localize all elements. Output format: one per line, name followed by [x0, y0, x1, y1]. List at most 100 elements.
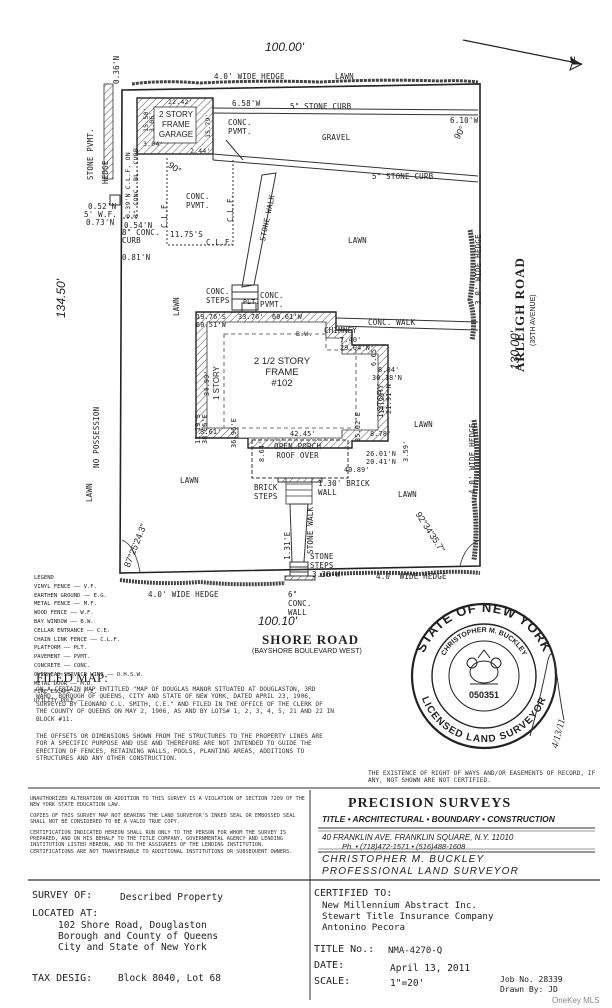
house-label: 2 1/2 STORY FRAME #102	[252, 356, 312, 389]
legend-item-code: M.F.	[83, 601, 97, 608]
tax-value: Block 8040, Lot 68	[118, 973, 221, 984]
legend-item-code: CONC.	[73, 662, 91, 669]
certified-line-1: New Millennium Abstract Inc.	[322, 900, 477, 911]
house-dim-18: 26.01'N	[366, 450, 397, 458]
certified-line-3: Antonino Pecora	[322, 922, 405, 933]
disclaimer-p2: COPIES OF THIS SURVEY MAP NOT BEARING TH…	[30, 812, 296, 826]
legend-leader: ——	[67, 680, 81, 687]
legend-item-code: W.F.	[80, 610, 94, 617]
conc-wall-label: 6" CONC. WALL	[288, 590, 312, 617]
date-value: April 13, 2011	[390, 963, 471, 974]
seal-inner-top: CHRISTOPHER M. BUCKLEY	[440, 627, 527, 657]
conc-wall	[284, 575, 316, 581]
dim-0-54: 0.54'N	[124, 221, 153, 230]
legend-item: VINYL FENCE —— V.F.	[34, 583, 143, 592]
legend-item-label: FIRE ESCAPE	[34, 689, 71, 696]
lawn-mid-label: LAWN	[348, 236, 367, 245]
bottom-dimension: 100.10'	[258, 614, 297, 628]
brick-wall-label: 1.30' BRICK WALL	[318, 479, 370, 497]
filed-map-text: ON A CERTAIN MAP ENTITLED "MAP OF DOUGLA…	[36, 686, 335, 723]
surveyor-name: CHRISTOPHER M. BUCKLEY	[322, 854, 485, 865]
stone-steps-label: STONE STEPS	[310, 552, 334, 570]
conc-steps-label: CONC. STEPS	[206, 287, 230, 305]
legend-item-code: PLT.	[73, 645, 87, 652]
house-dim-20: 40.89'	[344, 466, 370, 474]
legend-item-label: CELLAR ENTRANCE	[34, 627, 84, 634]
legend-item-label: EARTHEN GROUND	[34, 592, 81, 599]
right-hedge-strip-lower	[471, 419, 480, 561]
legend: LEGEND VINYL FENCE —— V.F.EARTHEN GROUND…	[34, 574, 143, 706]
porch-line-1: OPEN PORCH	[274, 442, 322, 451]
legend-item: OVERHEAD SERVICE WIRE —— O.H.S.W.	[34, 671, 143, 680]
legend-leader: ——	[67, 618, 81, 625]
legend-item-label: METAL FENCE	[34, 601, 71, 608]
north-arrow-icon	[462, 39, 583, 71]
seal-number: 050351	[469, 690, 499, 700]
dim-11-75: 11.75'S	[170, 230, 204, 239]
company-phone: Ph. • (718)472-1571 • (516)488-1608	[342, 842, 466, 851]
hedge-bottom-left-label: 4.0' WIDE HEDGE	[148, 590, 219, 599]
hedge-bottom-right-label: 4.0' WIDE HEDGE	[376, 572, 447, 581]
legend-item-label: WOOD FENCE	[34, 610, 68, 617]
legend-item-label: CHAIN LINK FENCE	[34, 636, 87, 643]
legend-item-label: UTILITY POLE	[34, 698, 74, 705]
garage-line-2: FRAME	[162, 120, 190, 129]
house-dim-2: 60.51'W	[196, 321, 227, 329]
street-shore-sub: (BAYSHORE BOULEVARD WEST)	[252, 648, 362, 655]
top-dimension: 100.00'	[265, 40, 304, 54]
conc-pvmt-top-label: CONC. PVMT.	[228, 118, 252, 136]
job-number: Job No. 28339	[500, 975, 563, 984]
legend-item: WOOD FENCE —— W.F.	[34, 609, 143, 618]
legend-item-label: PAVEMENT	[34, 654, 61, 661]
house-dim-6: 29.04'N	[340, 344, 371, 352]
signature-scribble	[529, 653, 565, 737]
conc-pvmt-mid-label: CONC. PVMT.	[186, 192, 210, 210]
garage-dim-bottom: 3.04'	[143, 140, 164, 148]
legend-item-label: VINYL FENCE	[34, 583, 71, 590]
survey-of-label: SURVEY OF:	[32, 890, 93, 901]
watermark: OneKey MLS	[552, 996, 600, 1005]
existence-note: THE EXISTENCE OF RIGHT OF WAYS AND/OR EA…	[368, 770, 596, 785]
located-line-1: 102 Shore Road, Douglaston	[58, 920, 207, 931]
date-label: DATE:	[314, 960, 345, 971]
house-dim-17: 8.78'	[370, 430, 392, 438]
legend-item-code: B.W.	[80, 618, 94, 625]
filed-map-title: FILED MAP:	[36, 670, 108, 685]
tax-label: TAX DESIG:	[32, 973, 93, 984]
legend-leader: ——	[70, 689, 84, 696]
legend-leader: ——	[83, 627, 97, 634]
legend-leader: ——	[67, 610, 81, 617]
located-label: LOCATED AT:	[32, 908, 99, 919]
lawn-top-label: LAWN	[335, 72, 354, 81]
house-dim-12: 42.45'	[290, 430, 316, 438]
legend-leader: ——	[73, 698, 84, 705]
house-dim-11: 8.61'	[200, 428, 222, 436]
porch-line-2: ROOF OVER	[276, 451, 319, 460]
legend-item-label: PLATFORM	[34, 645, 61, 652]
located-value: 102 Shore Road, Douglaston Borough and C…	[58, 920, 218, 953]
lawn-right-2: LAWN	[414, 420, 433, 429]
gravel-label: GRAVEL	[322, 133, 351, 142]
fence-left-box	[109, 194, 121, 206]
house-dim-1: 19.76'S	[196, 313, 227, 321]
svg-text:CHRISTOPHER M. BUCKLEY: CHRISTOPHER M. BUCKLEY	[440, 627, 527, 657]
legend-item-code: V.F.	[83, 583, 97, 590]
house-line-1: 2 1/2 STORY	[253, 356, 311, 367]
survey-of-value: Described Property	[120, 892, 223, 903]
bottom-hedge-left	[119, 578, 286, 587]
legend-item-code: E.G.	[93, 592, 107, 599]
chimney-label: CHIMNEY	[324, 326, 358, 335]
legend-item: CONCRETE —— CONC.	[34, 662, 143, 671]
legend-item: CELLAR ENTRANCE —— C.E.	[34, 627, 143, 636]
disclaimer-block: UNAUTHORIZED ALTERATION OR ADDITION TO T…	[30, 796, 306, 855]
legend-item-code: O.H.S.W.	[116, 671, 144, 678]
legend-leader: ——	[70, 583, 84, 590]
legend-leader: ——	[60, 662, 74, 669]
signature-date: 4/13/11	[550, 718, 568, 750]
dim-6-58: 6.58'W	[232, 99, 261, 108]
house-dim-5: 7.40'	[340, 336, 362, 344]
company-services: TITLE • ARCHITECTURAL • BOUNDARY • CONST…	[322, 814, 555, 824]
dim-5-wf: 5' W.F.	[84, 210, 118, 219]
house-dim-3: 33.76'	[238, 313, 264, 321]
